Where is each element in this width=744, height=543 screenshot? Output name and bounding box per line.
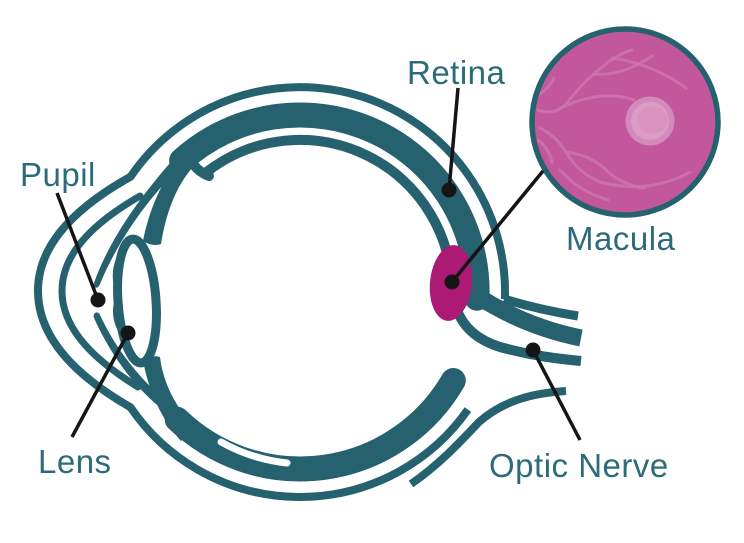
inset-retina-vessels bbox=[535, 48, 692, 202]
macula-label: Macula bbox=[566, 220, 676, 257]
lens-shape bbox=[113, 234, 161, 368]
optic-nerve-stripe-mid bbox=[474, 289, 583, 347]
choroid-ring-bottom bbox=[164, 368, 466, 482]
optic-nerve-pointer-line bbox=[531, 349, 582, 441]
lens-pointer-line bbox=[70, 332, 130, 438]
cornea-outer-surface bbox=[33, 173, 134, 411]
ciliary-body-lower bbox=[143, 356, 193, 441]
sclera-outline-bottom bbox=[126, 404, 472, 501]
choroid-ring-top bbox=[169, 102, 490, 311]
macula-inset-view bbox=[529, 26, 721, 218]
sclera-outline-top bbox=[126, 83, 509, 300]
pointer-lines bbox=[55, 87, 582, 441]
retina-pointer-line bbox=[447, 87, 460, 191]
optic-nerve-stripe-top bbox=[502, 294, 579, 321]
eyeball-cross-section bbox=[33, 83, 583, 501]
retina-anterior-hook bbox=[183, 144, 214, 181]
retina-layer bbox=[203, 134, 582, 366]
optic-nerve-pointer-dot bbox=[525, 342, 541, 358]
lens-pointer-dot bbox=[120, 325, 136, 341]
retina-label: Retina bbox=[407, 54, 506, 91]
labels: Pupil Retina Macula Lens Optic Nerve bbox=[20, 54, 676, 484]
optic-nerve-sheath-lower bbox=[408, 387, 567, 488]
ciliary-body-upper bbox=[143, 157, 193, 245]
cornea-inner-surface bbox=[58, 192, 144, 391]
retina-pointer-dot bbox=[441, 182, 457, 198]
macula-pointer-line bbox=[450, 169, 545, 284]
ora-serrata-sliver bbox=[217, 438, 291, 467]
inset-macula-center bbox=[638, 106, 668, 135]
pupil-pointer-line bbox=[55, 192, 100, 301]
optic-nerve-label: Optic Nerve bbox=[489, 447, 669, 484]
pupil-pointer-dot bbox=[90, 292, 106, 308]
macula-pointer-dot bbox=[444, 274, 460, 290]
lens-label: Lens bbox=[38, 443, 112, 480]
pupil-label: Pupil bbox=[20, 156, 96, 193]
